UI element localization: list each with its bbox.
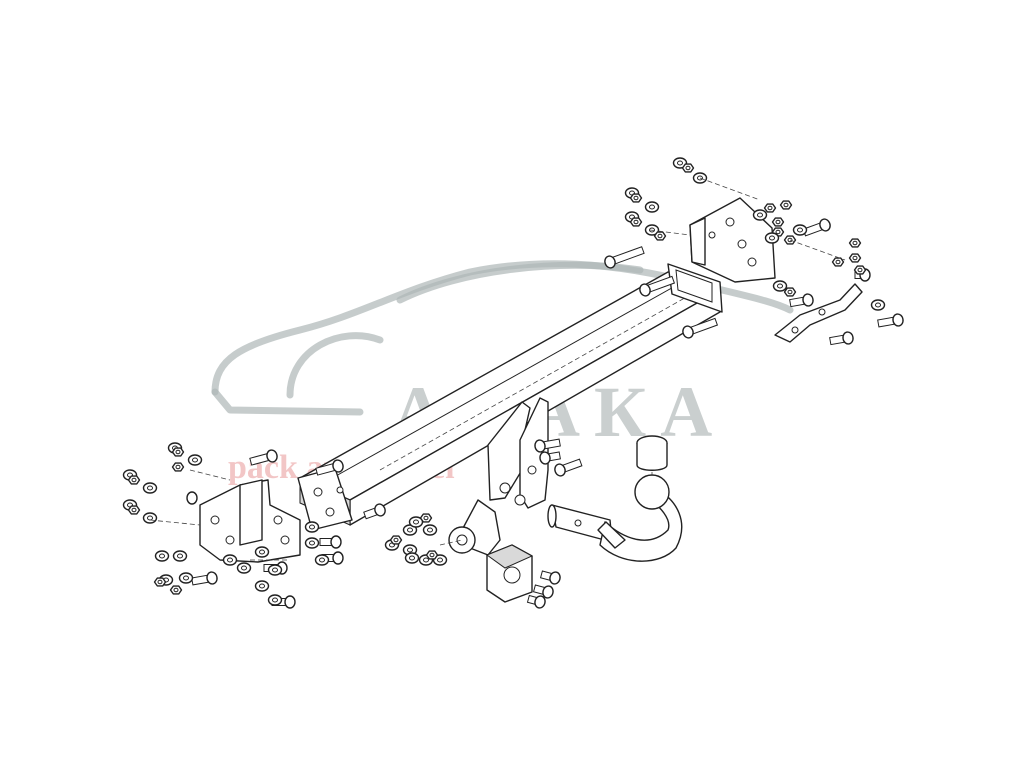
nut xyxy=(653,231,667,241)
screw xyxy=(539,570,561,585)
nut xyxy=(419,513,433,523)
nut xyxy=(389,535,403,545)
watermark-car-wheel-arch xyxy=(286,332,384,399)
nut xyxy=(629,217,643,227)
washer xyxy=(254,580,270,592)
washer xyxy=(187,454,203,466)
washer xyxy=(142,512,158,524)
washer xyxy=(172,550,188,562)
alignment-guide xyxy=(649,229,691,236)
bolt xyxy=(319,535,342,549)
washer xyxy=(764,232,780,244)
bolt xyxy=(534,438,561,453)
receiver-tube xyxy=(547,504,613,543)
nut xyxy=(629,193,643,203)
nut xyxy=(153,577,167,587)
washer xyxy=(402,524,418,536)
right-strip-bracket xyxy=(774,283,863,343)
alignment-guide xyxy=(149,519,201,526)
washer xyxy=(254,546,270,558)
nut xyxy=(783,287,797,297)
washer xyxy=(154,550,170,562)
nut xyxy=(425,550,439,560)
nut xyxy=(853,265,867,275)
watermark-car-front xyxy=(211,388,364,416)
tow-ball xyxy=(634,474,670,510)
bolt xyxy=(539,451,561,465)
alignment-guide xyxy=(439,539,463,546)
right-mounting-bracket xyxy=(689,197,776,283)
washer xyxy=(870,299,886,311)
washer xyxy=(267,594,283,606)
nut xyxy=(831,257,845,267)
alignment-guide xyxy=(189,469,231,481)
electrical-socket-assembly xyxy=(448,499,534,603)
alignment-guides-group xyxy=(149,177,846,561)
nut xyxy=(171,462,185,472)
center-hanger-plates xyxy=(487,397,549,509)
bolt xyxy=(639,275,676,297)
bolt xyxy=(363,503,386,520)
washer xyxy=(672,157,688,169)
tow-ball-arm xyxy=(597,435,683,562)
nut xyxy=(127,475,141,485)
alignment-guide xyxy=(699,177,761,201)
washer xyxy=(236,562,252,574)
washer xyxy=(304,537,320,549)
bolt xyxy=(186,491,198,505)
left-end-plate xyxy=(297,467,353,531)
washer xyxy=(772,280,788,292)
nut xyxy=(763,203,777,213)
washer xyxy=(404,552,420,564)
right-end-plate xyxy=(667,263,723,313)
washer xyxy=(304,521,320,533)
bolt xyxy=(554,458,583,477)
nut xyxy=(681,163,695,173)
washer xyxy=(178,572,194,584)
watermark-car-roofline xyxy=(396,261,644,304)
bolt xyxy=(249,449,278,466)
bolt xyxy=(802,218,831,237)
nut xyxy=(771,217,785,227)
left-mounting-bracket xyxy=(199,479,301,563)
bolt xyxy=(191,571,218,586)
nut xyxy=(171,447,185,457)
nuts-washers-group xyxy=(122,157,886,606)
bolt xyxy=(877,313,904,328)
washer xyxy=(432,554,448,566)
bolt xyxy=(789,293,814,308)
alignment-guide xyxy=(789,239,846,261)
washer xyxy=(222,554,238,566)
nut xyxy=(848,238,862,248)
washer xyxy=(267,564,283,576)
bolt xyxy=(682,317,719,339)
bolt xyxy=(315,459,344,476)
nut xyxy=(169,585,183,595)
washer xyxy=(142,482,158,494)
screw xyxy=(532,584,554,599)
bolt xyxy=(604,246,645,269)
washer xyxy=(644,201,660,213)
screw xyxy=(526,594,546,609)
nut xyxy=(127,505,141,515)
washer xyxy=(422,524,438,536)
nut xyxy=(848,253,862,263)
washer xyxy=(408,516,424,528)
bolt xyxy=(829,331,854,346)
washer xyxy=(752,209,768,221)
washer xyxy=(314,554,330,566)
washer xyxy=(792,224,808,236)
nut xyxy=(779,200,793,210)
